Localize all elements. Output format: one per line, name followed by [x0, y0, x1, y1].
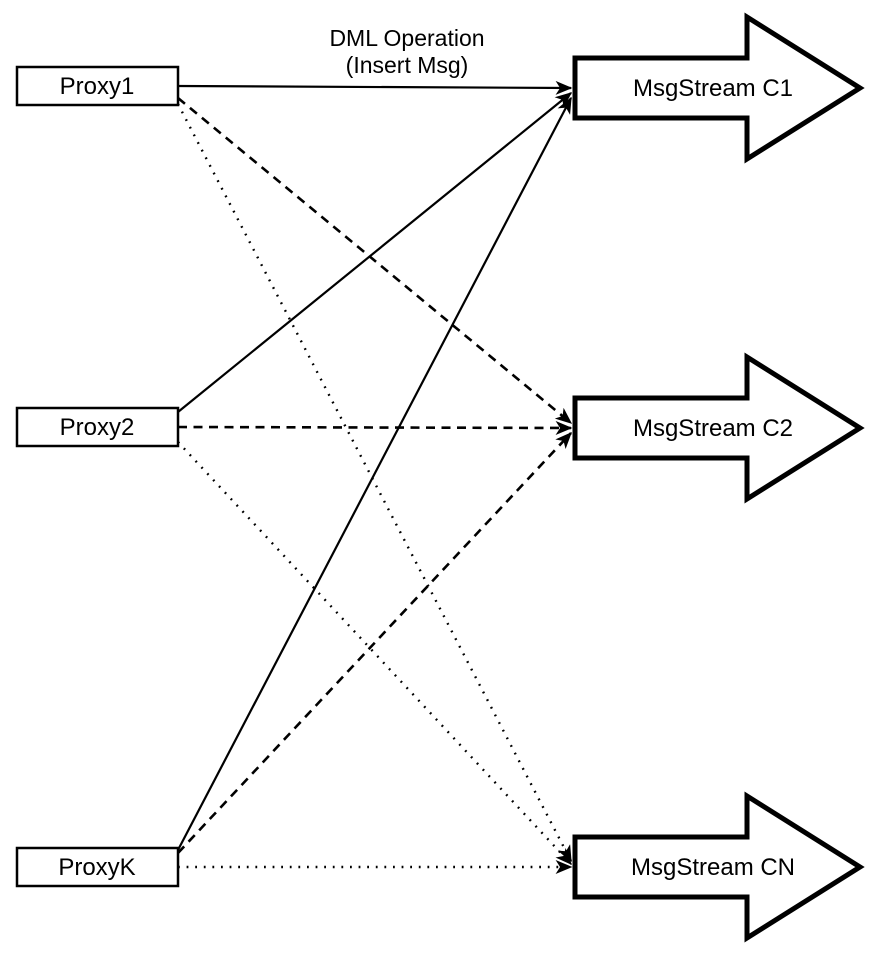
- edge-caption-line1: DML Operation: [329, 25, 484, 51]
- proxy2-label: Proxy2: [60, 414, 135, 441]
- edge-proxy1-c2: [177, 96, 573, 425]
- msgstream-c1-arrow: [572, 12, 865, 164]
- proxy-node-k: ProxyK: [15, 846, 180, 888]
- proxyk-label: ProxyK: [58, 854, 135, 881]
- proxy1-label: Proxy1: [60, 73, 135, 100]
- edge-proxy1-cn: [176, 103, 573, 863]
- edge-caption: DML Operation (Insert Msg): [329, 25, 484, 78]
- proxy2-box: [15, 406, 180, 448]
- edges: [176, 80, 573, 874]
- msgstream-cn-arrow: [572, 791, 865, 943]
- edge-proxy2-c2: [177, 420, 573, 435]
- edge-caption-line2: (Insert Msg): [346, 52, 469, 78]
- edge-proxy2-cn: [177, 441, 572, 866]
- proxy1-box: [15, 65, 180, 107]
- msgstream-node-c1: MsgStream C1: [572, 12, 865, 164]
- proxy-node-2: Proxy2: [15, 406, 180, 448]
- msgstream-node-c2: MsgStream C2: [572, 352, 865, 504]
- proxyk-box: [15, 846, 180, 888]
- msgstream-c2-label: MsgStream C2: [633, 415, 793, 442]
- msgstream-c2-arrow: [572, 352, 865, 504]
- msgstream-node-cn: MsgStream CN: [572, 791, 865, 943]
- edge-proxy2-c1: [177, 92, 573, 413]
- edge-proxyk-c1: [177, 96, 572, 851]
- edge-proxyk-c2: [177, 431, 572, 854]
- msgstream-cn-label: MsgStream CN: [631, 854, 795, 881]
- edge-proxy1-c1: [177, 80, 573, 95]
- msgstream-c1-label: MsgStream C1: [633, 75, 793, 102]
- proxy-node-1: Proxy1: [15, 65, 180, 107]
